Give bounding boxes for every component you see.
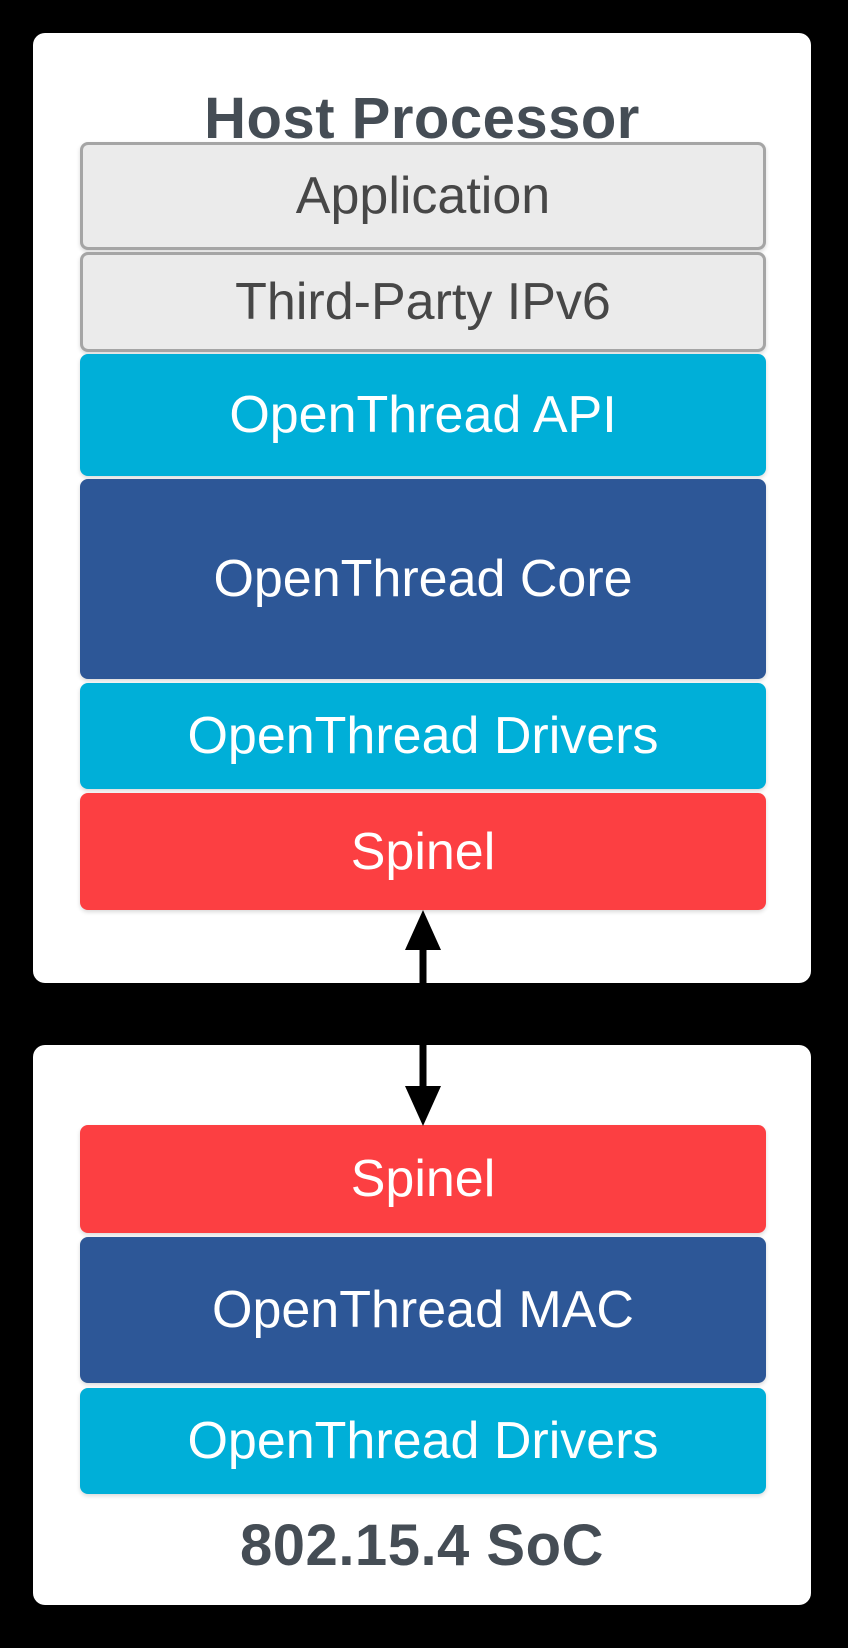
layer-openthread-drivers-host-label: OpenThread Drivers [187,707,659,765]
layer-spinel-host: Spinel [80,793,766,910]
layer-openthread-drivers-soc-label: OpenThread Drivers [187,1412,659,1470]
layer-application-label: Application [295,167,551,225]
layer-third-party-ipv6-label: Third-Party IPv6 [235,273,611,331]
layer-spinel-soc-label: Spinel [350,1150,496,1208]
soc-panel: Spinel OpenThread MAC OpenThread Drivers… [33,1045,811,1605]
spinel-link-arrow-icon [405,910,441,1126]
layer-third-party-ipv6: Third-Party IPv6 [80,252,766,352]
layer-openthread-api-label: OpenThread API [229,386,617,444]
layer-openthread-drivers-host: OpenThread Drivers [80,683,766,789]
layer-openthread-core-label: OpenThread Core [213,550,633,608]
host-processor-panel: Host Processor Application Third-Party I… [33,33,811,983]
layer-openthread-mac-label: OpenThread MAC [212,1281,634,1339]
layer-openthread-core: OpenThread Core [80,479,766,679]
layer-openthread-api: OpenThread API [80,354,766,476]
layer-spinel-soc: Spinel [80,1125,766,1233]
host-processor-title: Host Processor [204,86,640,151]
layer-openthread-drivers-soc: OpenThread Drivers [80,1388,766,1494]
layer-application: Application [80,142,766,250]
soc-title: 802.15.4 SoC [240,1513,604,1578]
layer-spinel-host-label: Spinel [350,822,496,881]
layer-openthread-mac: OpenThread MAC [80,1237,766,1383]
